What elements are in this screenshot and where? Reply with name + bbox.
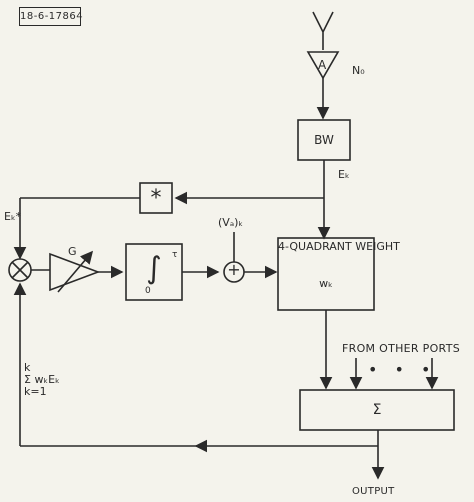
integral-upper-limit: τ <box>172 250 178 260</box>
ek-star-label: Eₖ* <box>4 210 22 223</box>
sum-formula-label: k Σ wₖEₖ k=1 <box>24 361 60 398</box>
noise-label: N₀ <box>352 64 365 77</box>
output-label: OUTPUT <box>352 486 395 497</box>
amplifier-icon <box>306 51 340 80</box>
ellipsis-dots: • • • <box>368 360 437 379</box>
sigma-box <box>299 389 455 431</box>
ek-label: Eₖ <box>338 168 350 181</box>
wk-label: wₖ <box>319 277 333 290</box>
sigma-label: Σ <box>372 402 382 418</box>
plus-sign: + <box>227 260 241 279</box>
integral-symbol: ∫ <box>146 251 162 286</box>
figure-id-label: 18-6-17864 <box>19 7 83 26</box>
gain-label: G <box>68 245 77 258</box>
integral-lower-limit: 0 <box>145 286 151 296</box>
bw-label: BW <box>314 133 334 147</box>
gain-amplifier-icon <box>49 252 101 292</box>
amplifier-label: A <box>318 58 327 72</box>
conj-label: * <box>150 186 162 211</box>
va-label: (Vₐ)ₖ <box>218 216 244 229</box>
weight-label: 4-QUADRANT WEIGHT <box>278 240 400 253</box>
from-other-ports-label: FROM OTHER PORTS <box>342 342 460 355</box>
antenna-icon <box>312 11 334 50</box>
